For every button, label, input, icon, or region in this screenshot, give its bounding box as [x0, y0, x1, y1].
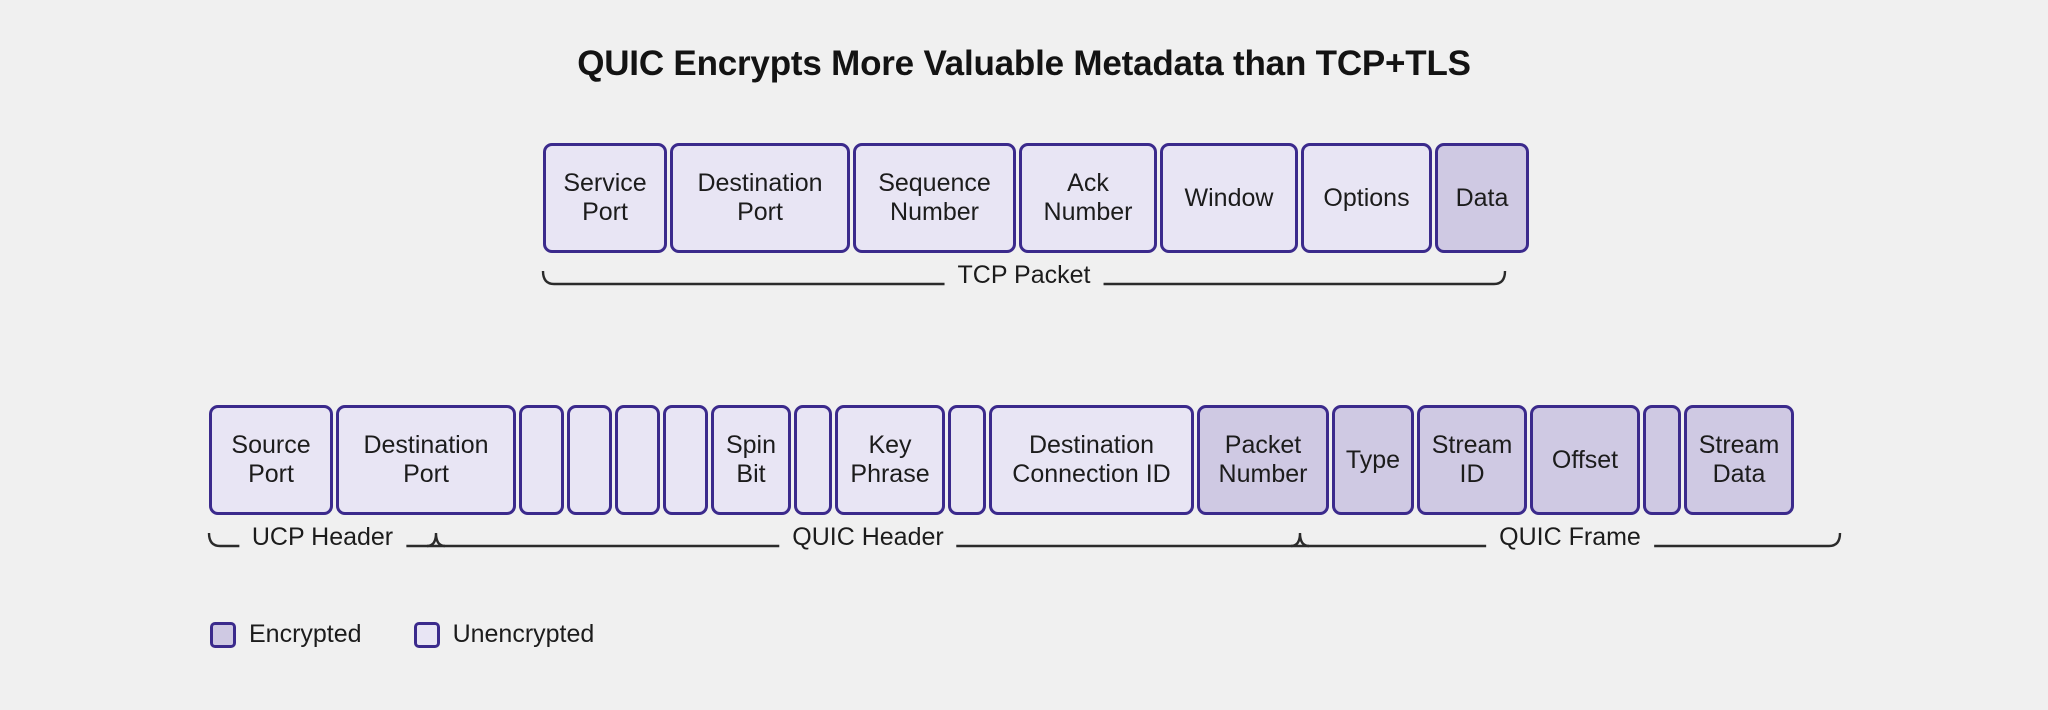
quic-cell-blank-2: [519, 405, 564, 515]
quic-cell-blank-7: [794, 405, 832, 515]
quic-bracket-group: UCP Header QUIC Header QUIC Frame: [207, 520, 1842, 566]
tcp-packet-bracket: TCP Packet: [541, 258, 1507, 304]
legend-swatch-unencrypted-icon: [413, 621, 440, 648]
legend-item-unencrypted: Unencrypted: [413, 620, 595, 649]
tcp-cell-sequence-number: Sequence Number: [853, 143, 1016, 253]
legend-label-encrypted: Encrypted: [249, 620, 362, 648]
quic-cell-stream-id: Stream ID: [1417, 405, 1527, 515]
quic-cell-blank-9: [948, 405, 986, 515]
tcp-cell-window: Window: [1160, 143, 1298, 253]
quic-cell-blank-5: [663, 405, 708, 515]
tcp-cell-data: Data: [1435, 143, 1529, 253]
quic-cell-destination-connection-id: Destination Connection ID: [989, 405, 1194, 515]
quic-cell-spin-bit: Spin Bit: [711, 405, 791, 515]
quic-cell-packet-number: Packet Number: [1197, 405, 1329, 515]
tcp-bracket-label-tcp-packet: TCP Packet: [944, 261, 1104, 290]
quic-cell-stream-data: Stream Data: [1684, 405, 1794, 515]
page-title: QUIC Encrypts More Valuable Metadata tha…: [577, 44, 1471, 83]
legend-item-encrypted: Encrypted: [210, 620, 362, 649]
tcp-cell-destination-port: Destination Port: [670, 143, 850, 253]
quic-cell-blank-3: [567, 405, 612, 515]
quic-bracket-line: [207, 532, 1842, 548]
quic-cell-offset: Offset: [1530, 405, 1640, 515]
quic-cell-destination-port: Destination Port: [336, 405, 516, 515]
quic-bracket-label-quic-frame: QUIC Frame: [1486, 523, 1654, 552]
quic-bracket-label-quic-header: QUIC Header: [779, 523, 957, 552]
quic-cell-source-port: Source Port: [209, 405, 333, 515]
legend: Encrypted Unencrypted: [210, 620, 624, 649]
quic-cell-type: Type: [1332, 405, 1414, 515]
quic-cell-blank-15: [1643, 405, 1681, 515]
legend-label-unencrypted: Unencrypted: [452, 620, 595, 648]
legend-swatch-encrypted-icon: [210, 621, 236, 648]
tcp-cell-ack-number: Ack Number: [1019, 143, 1157, 253]
tcp-cell-service-port: Service Port: [543, 143, 667, 253]
quic-cell-key-phrase: Key Phrase: [835, 405, 945, 515]
tcp-cell-options: Options: [1301, 143, 1432, 253]
quic-bracket-label-ucp-header: UCP Header: [238, 523, 407, 552]
quic-cell-blank-4: [615, 405, 660, 515]
